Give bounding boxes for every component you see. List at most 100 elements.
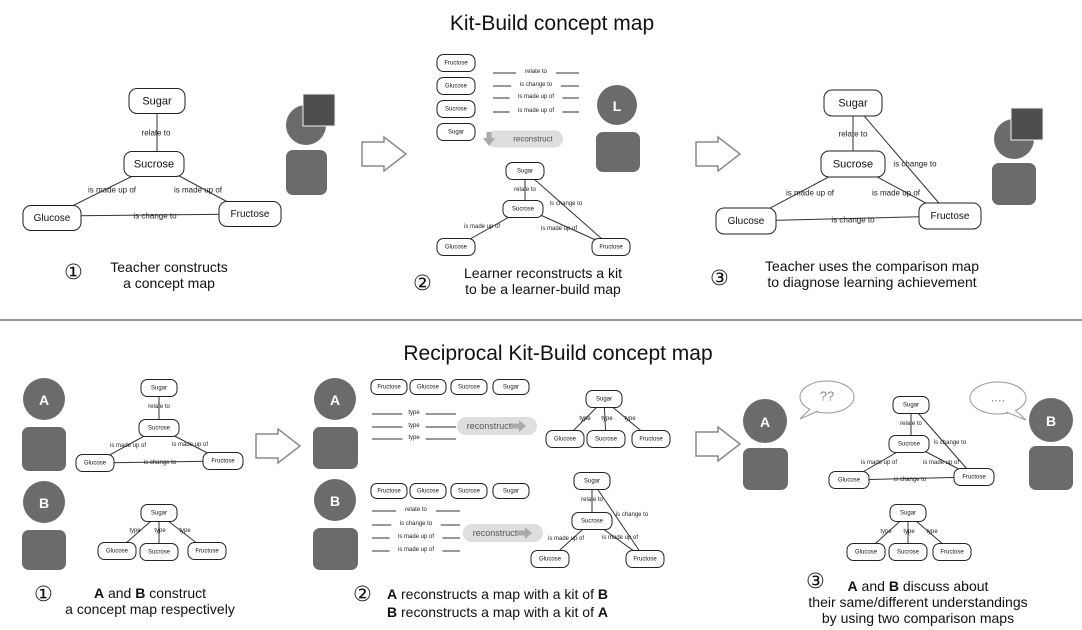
top-caption-3-line-2: to diagnose learning achievement — [767, 274, 976, 290]
map2-link-made-up-of-left: is made up of — [464, 224, 500, 230]
kit2-link-3-label: is made up of — [518, 108, 554, 114]
learner-head — [597, 85, 637, 125]
rmapB-node-glucose-box — [530, 550, 570, 568]
step-2-marker: ② — [413, 271, 432, 295]
teacher-1-body — [286, 150, 327, 195]
kitB-reconstruct-pill — [463, 524, 543, 542]
map2-node-fructose-label: Fructose — [599, 245, 623, 251]
kitA-concept-1-label: Glucose — [417, 385, 440, 391]
top-title: Kit-Build concept map — [450, 12, 654, 35]
person-a-2-body — [313, 427, 358, 469]
kitB-concept-1-label: Glucose — [417, 489, 440, 495]
bmapB-node-glucose-label: Glucose — [106, 549, 129, 555]
bottom-title: Reciprocal Kit-Build concept map — [403, 342, 712, 365]
kitB-reconstruct-arrow-icon — [517, 527, 532, 539]
person-b-2-body — [313, 528, 358, 570]
cmapB-node-glucose-box — [846, 543, 886, 561]
top-caption-2-line-1: Learner reconstructs a kit — [464, 265, 622, 281]
rmapA-link-type-mid: type — [601, 416, 613, 422]
rmapA-node-fructose-label: Fructose — [639, 437, 663, 443]
cmapA-node-sugar-box — [892, 396, 930, 414]
bmapB-node-sugar-box — [140, 504, 178, 522]
arrow-top-2 — [695, 135, 742, 173]
person-b-3-label: B — [1046, 413, 1056, 429]
map1-node-sugar-box — [128, 88, 186, 114]
kit2-concept-3-label: Sugar — [448, 130, 464, 136]
cmapA-link-change-to: is change to — [934, 440, 967, 446]
arrow-top-1 — [361, 135, 408, 173]
cmapA-link-change-to-bottom: is change to — [894, 477, 927, 483]
kitA-concept-3-label: Sugar — [503, 385, 519, 391]
map1-node-glucose-label: Glucose — [34, 213, 71, 224]
cmapB-link-type-mid: type — [903, 529, 915, 535]
cmapB-link-type-left: type — [880, 529, 892, 535]
map1-node-fructose-label: Fructose — [231, 209, 270, 220]
arrow-bottom-2 — [695, 425, 742, 463]
person-a-1-label: A — [39, 392, 49, 408]
cmapA-link-made-up-of-left: is made up of — [861, 460, 897, 466]
rmapA-node-glucose-label: Glucose — [554, 437, 577, 443]
kitB-reconstruct-label: reconstruct — [473, 528, 518, 538]
person-a-3-body — [743, 448, 788, 490]
map3-node-sugar-label: Sugar — [838, 98, 868, 110]
cmapA-node-fructose-box — [953, 468, 995, 486]
map2-node-sugar-box — [505, 162, 545, 180]
rmapB-link-made-up-of-left: is made up of — [548, 536, 584, 542]
person-a-3-label: A — [760, 414, 770, 430]
rmapA-node-sugar-label: Sugar — [596, 397, 612, 403]
bmapB-node-fructose-label: Fructose — [195, 549, 219, 555]
person-b-1-head — [23, 481, 65, 523]
map2-edge-sugar-fructose — [524, 170, 612, 248]
map3-node-sucrose-box — [820, 150, 886, 178]
map1-edge-glucose-fructose — [51, 213, 251, 217]
map1-node-fructose-box — [218, 201, 282, 227]
bmapB-node-fructose-box — [187, 542, 227, 560]
person-a-2-label: A — [330, 392, 340, 408]
kitB-link-1-label: is change to — [400, 521, 433, 527]
map2-link-made-up-of-right: is made up of — [541, 226, 577, 232]
map3-node-sugar-box — [823, 89, 883, 117]
kit2-concept-0-label: Fructose — [444, 61, 468, 67]
bmapA-link-change-to: is change to — [144, 460, 177, 466]
rmapB-node-fructose-box — [625, 550, 665, 568]
rmapB-edge-sugar-fructose — [591, 480, 646, 560]
learner-body — [596, 132, 640, 172]
speech-bubble-right — [969, 381, 1027, 415]
rmapA-node-glucose-box — [545, 430, 585, 448]
kitB-link-0-label: relate to — [405, 507, 427, 513]
kit2-link-1-label: is change to — [520, 82, 553, 88]
map3-link-relate-to: relate to — [839, 130, 868, 139]
kitA-reconstruct-arrow-icon — [511, 420, 526, 432]
map2-node-fructose-box — [591, 238, 631, 256]
person-b-3-body — [1029, 446, 1073, 490]
bottom-caption-1-line-1: A and B construct — [94, 585, 206, 601]
bottom-caption-2-line-2: B reconstructs a map with a kit of A — [387, 604, 608, 620]
step-1-marker: ① — [64, 260, 83, 284]
cmapA-node-sucrose-box — [888, 435, 930, 453]
rmapA-node-sucrose-box — [586, 430, 626, 448]
bottom-caption-3-line-1: A and B discuss about — [848, 578, 989, 594]
bmapA-node-sugar-label: Sugar — [151, 386, 167, 392]
kit2-reconstruct-label: reconstruct — [513, 135, 553, 144]
person-a-1-body — [22, 427, 66, 471]
kitA-link-2-label: type — [408, 435, 420, 441]
rmapB-node-sugar-box — [573, 472, 611, 490]
speech-bubble-right-text: .... — [991, 390, 1005, 405]
person-a-3-head — [743, 399, 787, 443]
person-a-1-head — [23, 378, 65, 420]
kitB-concept-0-box — [370, 483, 408, 499]
map3-node-glucose-label: Glucose — [728, 216, 765, 227]
kitB-concept-2-label: Sucrose — [458, 489, 481, 495]
map1-link-made-up-of-right: is made up of — [174, 186, 223, 195]
rmapB-link-relate-to: relate to — [581, 497, 603, 503]
cmapB-node-glucose-label: Glucose — [855, 550, 878, 556]
top-caption-1-line-2: a concept map — [123, 275, 215, 291]
rmapB-node-fructose-label: Fructose — [633, 557, 657, 563]
person-b-2-label: B — [330, 493, 340, 509]
map3-node-fructose-box — [918, 202, 982, 230]
kitA-concept-2-label: Sucrose — [458, 385, 481, 391]
cmapA-node-fructose-label: Fructose — [962, 475, 986, 481]
cmapB-node-sugar-label: Sugar — [900, 511, 916, 517]
speech-bubble-left-tail — [799, 408, 819, 420]
